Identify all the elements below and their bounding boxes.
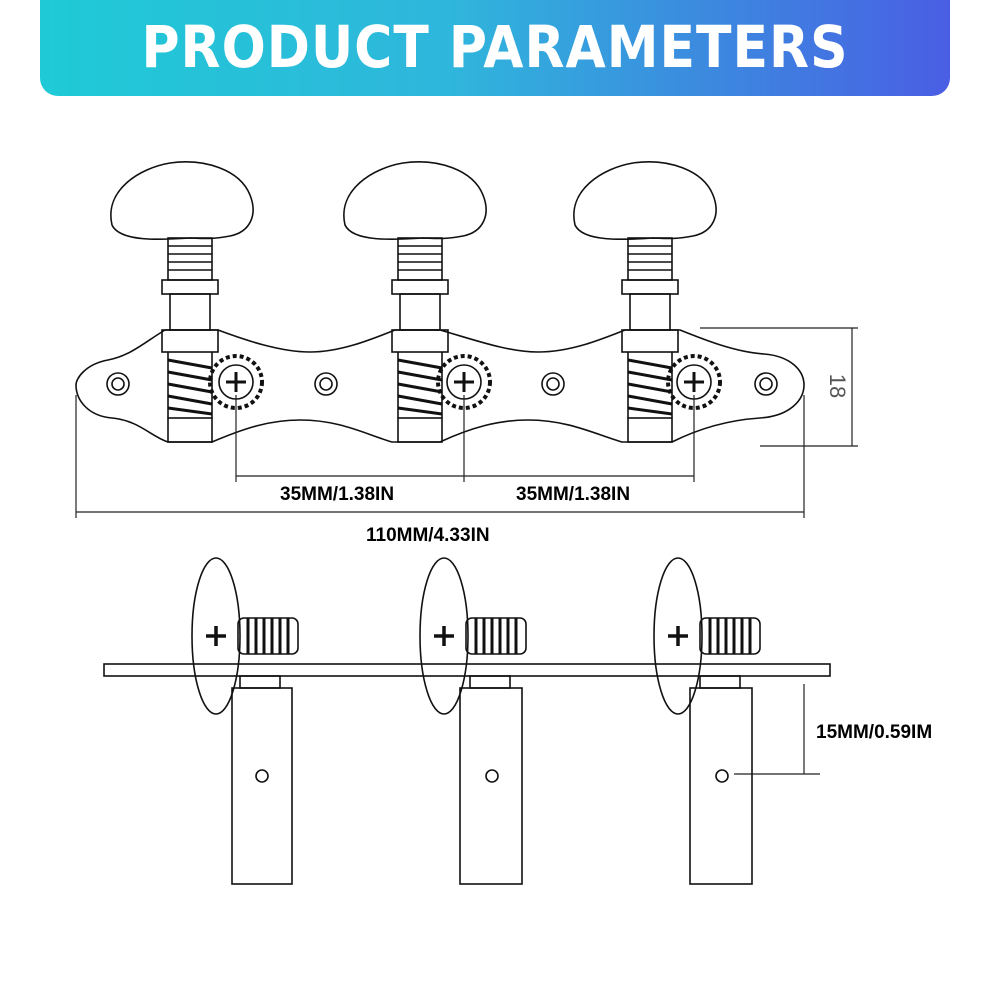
side-view [103,557,831,885]
spacing-1-label: 35MM/1.38IN [280,484,394,505]
dimension-lines-top [75,327,858,518]
dimension-lines-side [734,684,820,775]
plate-height-label: 18 [825,374,850,398]
tuner-3-side [653,557,761,885]
tuner-1-side [191,557,299,885]
tuner-1-top [110,161,264,443]
spacing-2-label: 35MM/1.38IN [516,484,630,505]
tuner-2-top [343,161,492,443]
total-length-label: 110MM/4.33IN [366,525,490,546]
post-height-label: 15MM/0.59IM [816,722,932,743]
page-title: PRODUCT PARAMETERS [141,14,849,82]
top-view [75,161,805,443]
title-banner: PRODUCT PARAMETERS [40,0,950,96]
tuner-2-side [419,557,527,885]
tuner-3-top [573,161,722,443]
